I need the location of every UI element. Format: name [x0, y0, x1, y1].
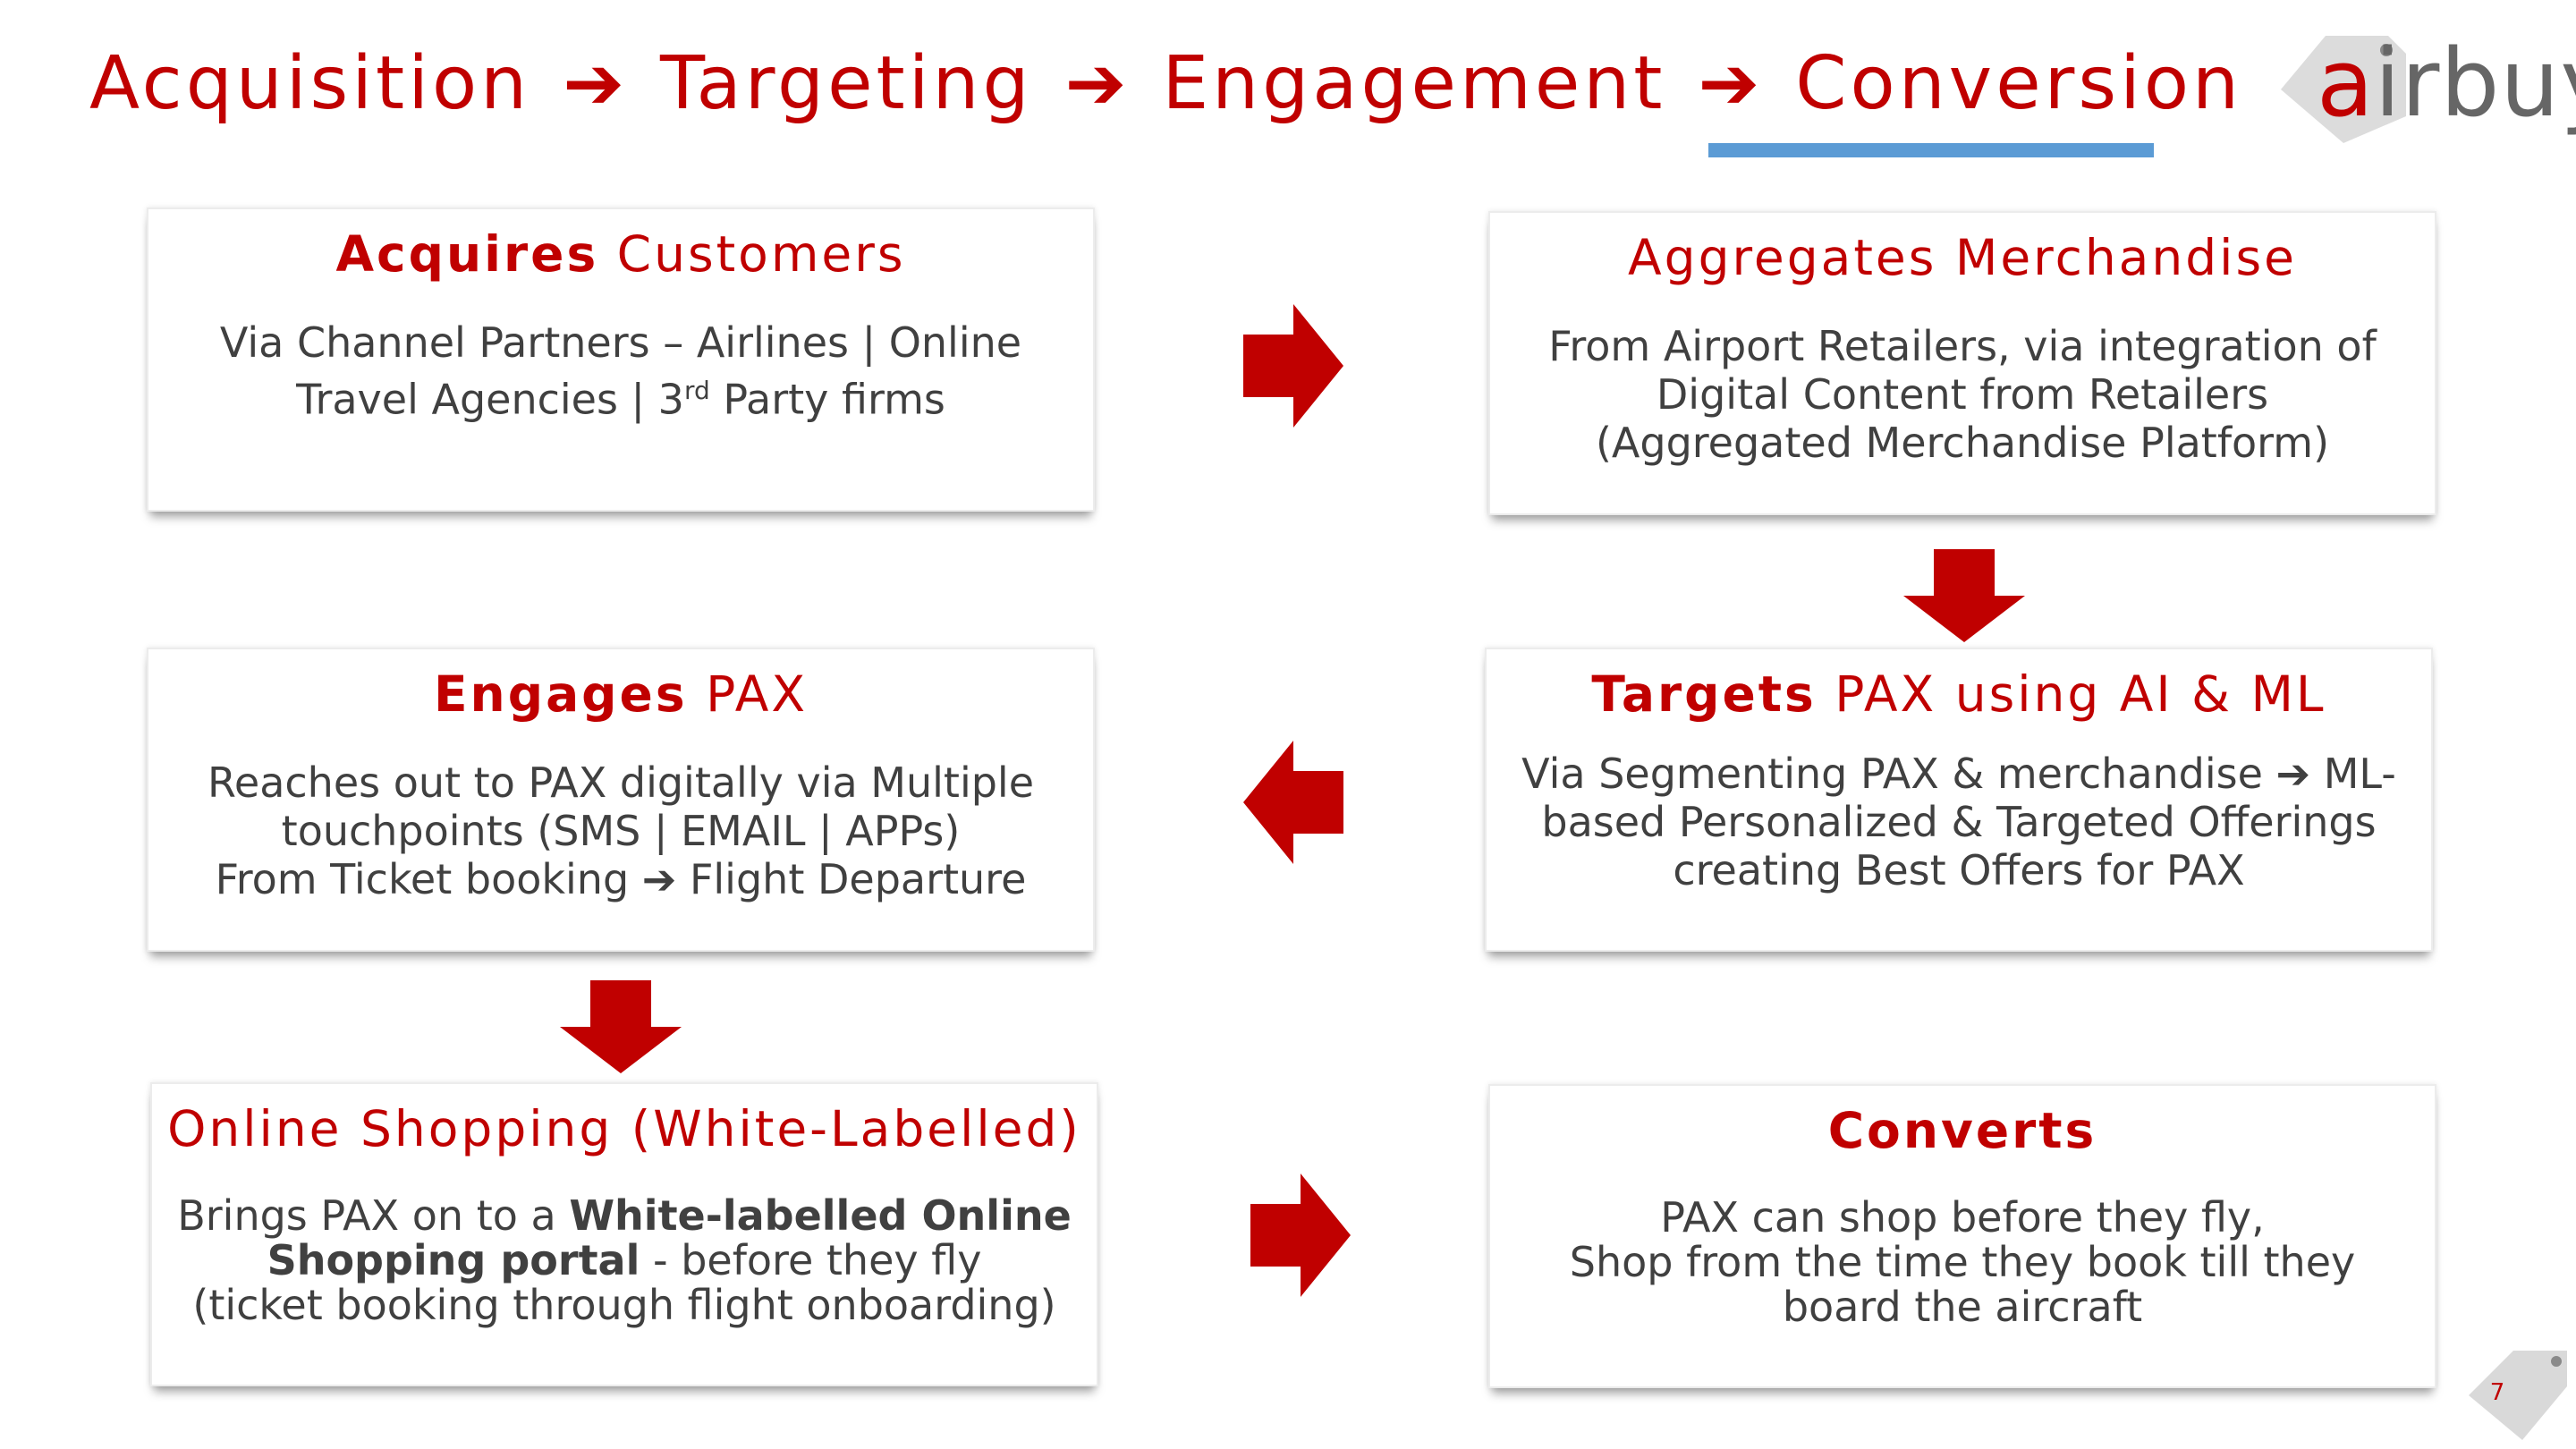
logo-wordmark: airbuy — [2317, 29, 2576, 138]
arrow-down-icon — [1903, 549, 2025, 642]
title-targeting: Targeting — [660, 41, 1033, 126]
box-heading: Acquires Customers — [335, 225, 906, 283]
arrow-down-icon — [560, 980, 682, 1073]
page-number: 7 — [2489, 1379, 2505, 1406]
box-body: PAX can shop before they fly, Shop from … — [1569, 1193, 2356, 1331]
box-body: From Airport Retailers, via integration … — [1548, 322, 2377, 467]
box-body: Brings PAX on to a White-labelled Online… — [177, 1191, 1072, 1329]
targets-pax-box: Targets PAX using AI & ML Via Segmenting… — [1485, 648, 2433, 952]
arrow-right-icon: ➔ — [563, 41, 628, 126]
box-body: Via Channel Partners – Airlines | Online… — [219, 318, 1022, 424]
arrow-right-icon: ➔ — [1698, 41, 1764, 126]
box-body: Reaches out to PAX digitally via Multipl… — [208, 758, 1034, 903]
arrow-right-icon — [1250, 1174, 1351, 1297]
price-tag-icon — [2281, 36, 2406, 143]
engages-pax-box: Engages PAX Reaches out to PAX digitally… — [147, 648, 1095, 952]
box-heading: Converts — [1827, 1102, 2097, 1159]
title-engagement: Engagement — [1162, 41, 1666, 126]
box-heading: Online Shopping (White-Labelled) — [167, 1100, 1081, 1157]
price-tag-icon — [2469, 1351, 2567, 1440]
aggregates-merchandise-box: Aggregates Merchandise From Airport Reta… — [1488, 211, 2436, 515]
box-heading: Targets PAX using AI & ML — [1591, 665, 2326, 723]
box-body: Via Segmenting PAX & merchandise ➔ ML- b… — [1521, 750, 2396, 894]
arrow-right-icon: ➔ — [1064, 41, 1131, 126]
box-heading: Aggregates Merchandise — [1628, 229, 2297, 286]
airbuy-logo: airbuy — [2263, 18, 2576, 143]
converts-box: Converts PAX can shop before they fly, S… — [1488, 1084, 2436, 1388]
slide-title: Acquisition ➔ Targeting ➔ Engagement ➔ C… — [89, 41, 2242, 126]
acquires-customers-box: Acquires Customers Via Channel Partners … — [147, 208, 1095, 512]
page-number-tag: 7 — [2469, 1342, 2567, 1440]
title-conversion: Conversion — [1795, 41, 2243, 126]
box-heading: Engages PAX — [433, 665, 809, 723]
online-shopping-box: Online Shopping (White-Labelled) Brings … — [150, 1082, 1098, 1386]
title-underline — [1708, 143, 2154, 157]
arrow-right-icon — [1243, 304, 1343, 428]
title-acquisition: Acquisition — [89, 41, 531, 126]
arrow-left-icon — [1243, 741, 1343, 864]
